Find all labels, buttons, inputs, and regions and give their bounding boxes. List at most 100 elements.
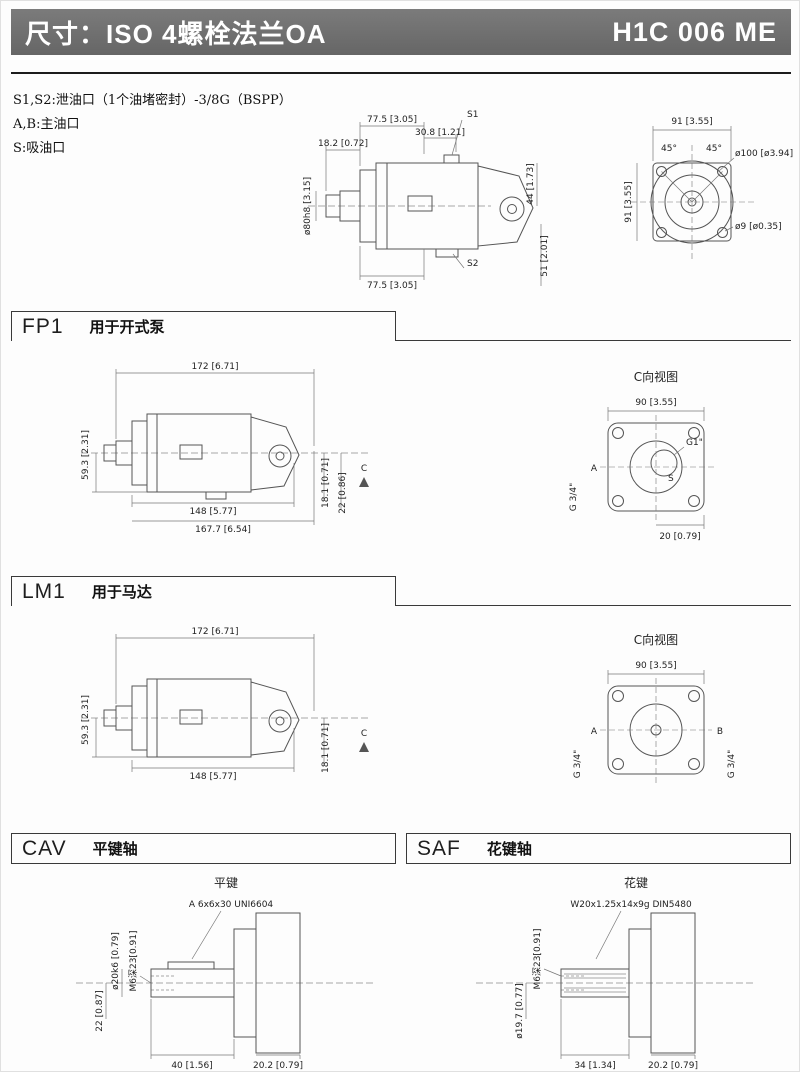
lm1-label-b: B: [717, 727, 723, 737]
section-fp1-header: FP1 用于开式泵: [11, 311, 791, 341]
saf-shaft-drawing: 花键 W20x1.25x14x9g DIN5480 M6深23[0.91] ø1…: [476, 875, 756, 1071]
dim-bottom-right: 51 [2.01]: [540, 235, 550, 276]
dim-shaft-length: 18.2 [0.72]: [318, 139, 368, 149]
lm1-dim-181: 18.1 [0.71]: [321, 723, 331, 773]
lm1-code: LM1: [22, 579, 66, 603]
cav-code: CAV: [22, 836, 67, 860]
dia-bolt-label: ø9 [ø0.35]: [735, 222, 782, 232]
lm1-labels: 172 [6.71] 59.3 [2.31] 148 [5.77] 18.1 […: [81, 627, 367, 782]
saf-subtitle: 花键: [624, 875, 648, 890]
dim-mid: 30.8 [1.21]: [415, 128, 465, 138]
lm1-view-labels: C向视图 90 [3.55] A B G 3/4" G 3/4": [573, 632, 737, 778]
lm1-dim-height: 59.3 [2.31]: [81, 695, 91, 745]
dim-flange-height: 91 [3.55]: [624, 181, 634, 222]
cav-dim-202: 20.2 [0.79]: [253, 1061, 303, 1071]
saf-thread: M6深23[0.91]: [532, 928, 543, 989]
fp1-code: FP1: [22, 314, 64, 338]
dim-bottom-width: 77.5 [3.05]: [367, 281, 417, 291]
angle-right-label: 45°: [706, 144, 722, 154]
fp1-dim-lines: [92, 369, 369, 525]
flange-front-view: 91 [3.55] 45° 45° ø100 [ø3.94] 91 [3.55]…: [624, 117, 793, 261]
cav-labels: 平键 A 6x6x30 UNI6604 ø20k6 [0.79] M6深23[0…: [95, 876, 303, 1071]
fp1-outline: [81, 413, 371, 500]
fp1-header-box: FP1 用于开式泵: [11, 311, 396, 341]
lm1-dim-148: 148 [5.77]: [189, 772, 236, 782]
saf-dim-34: 34 [1.34]: [574, 1061, 615, 1071]
fp1-label-a: A: [591, 464, 598, 474]
pump-side-labels: 77.5 [3.05] S1 18.2 [0.72] 30.8 [1.21] 4…: [303, 110, 550, 291]
lm1-label-a: A: [591, 727, 598, 737]
cav-outline: [76, 912, 376, 1054]
cav-subtitle: 平键: [214, 876, 238, 890]
fp1-dim-height: 59.3 [2.31]: [81, 430, 91, 480]
lm1-view-title: C向视图: [634, 632, 678, 647]
lm1-view-dim-width: 90 [3.55]: [635, 661, 676, 671]
fp1-view-dim-lines: [600, 407, 716, 529]
dim-height-right: 44 [1.73]: [526, 163, 536, 204]
fp1-dim-total: 172 [6.71]: [191, 362, 238, 372]
fp1-dim-181: 18.1 [0.71]: [321, 458, 331, 508]
cav-shaft-drawing: 平键 A 6x6x30 UNI6604 ø20k6 [0.79] M6深23[0…: [76, 876, 376, 1071]
cav-dim-22: 22 [0.87]: [95, 990, 105, 1031]
fp1-labels: 172 [6.71] 59.3 [2.31] 148 [5.77] 167.7 …: [81, 362, 367, 535]
fp1-c-view: C向视图 90 [3.55] G1" A S G 3/4" 20 [0.79]: [569, 369, 716, 542]
saf-dim-202: 20.2 [0.79]: [648, 1061, 698, 1071]
pump-side-outline: [308, 154, 534, 258]
model-code: H1C 006 ME: [612, 16, 777, 47]
flange-dim-lines: [631, 126, 755, 261]
fp1-dim-20: 20 [0.79]: [659, 532, 700, 542]
lm1-c-view: C向视图 90 [3.55] A B G 3/4" G 3/4": [573, 632, 737, 784]
angle-left-label: 45°: [661, 144, 677, 154]
page-title: 尺寸：ISO 4螺栓法兰OA: [25, 18, 327, 49]
lm1-view-dim-lines: [600, 670, 712, 784]
lm1-dim-lines: [92, 634, 369, 772]
fp1-port-g1: G1": [686, 438, 703, 448]
fp1-dim-167: 167.7 [6.54]: [195, 525, 251, 535]
saf-labels: 花键 W20x1.25x14x9g DIN5480 M6深23[0.91] ø1…: [515, 875, 698, 1071]
saf-outline: [476, 912, 756, 1054]
cav-key-spec: A 6x6x30 UNI6604: [189, 900, 274, 910]
dia-outer-label: ø100 [ø3.94]: [735, 149, 793, 159]
lm1-title: 用于马达: [91, 584, 152, 601]
pump-side-dim-lines: [315, 119, 542, 286]
note-line-2: A,B:主油口: [13, 117, 80, 132]
fp1-title: 用于开式泵: [89, 319, 165, 336]
section-saf-header: SAF 花键轴: [406, 833, 791, 864]
saf-dia: ø19.7 [0.77]: [515, 983, 525, 1038]
flange-labels: 91 [3.55] 45° 45° ø100 [ø3.94] 91 [3.55]…: [624, 117, 793, 232]
fp1-view-labels: C向视图 90 [3.55] G1" A S G 3/4" 20 [0.79]: [569, 369, 703, 542]
dim-top-width: 77.5 [3.05]: [367, 115, 417, 125]
dim-flange-width: 91 [3.55]: [671, 117, 712, 127]
fp1-dim-148: 148 [5.77]: [189, 507, 236, 517]
lm1-outline: [81, 678, 371, 758]
saf-code: SAF: [417, 836, 461, 860]
cav-title: 平键轴: [92, 841, 138, 858]
port-s1-label: S1: [467, 110, 478, 120]
section-lm1-header: LM1 用于马达: [11, 576, 791, 606]
fp1-dim-22: 22 [0.86]: [338, 472, 348, 513]
fp1-view-dim-width: 90 [3.55]: [635, 398, 676, 408]
lm1-header-box: LM1 用于马达: [11, 576, 396, 606]
section-cav-header: CAV 平键轴: [11, 833, 396, 864]
saf-title: 花键轴: [486, 841, 532, 858]
cav-dia: ø20k6 [0.79]: [111, 932, 121, 990]
note-line-3: S:吸油口: [13, 141, 66, 156]
cav-dim-40: 40 [1.56]: [171, 1061, 212, 1071]
dim-shaft-dia: ø80h8 [3.15]: [303, 177, 313, 235]
fp1-view-title: C向视图: [634, 369, 678, 384]
lm1-view-marker: C: [361, 729, 367, 739]
lm1-pump-drawing: 172 [6.71] 59.3 [2.31] 148 [5.77] 18.1 […: [81, 627, 371, 782]
port-notes: S1,S2:泄油口（1个油堵密封）-3/8G（BSPP） A,B:主油口 S:吸…: [13, 89, 292, 161]
fp1-view-marker: C: [361, 464, 367, 474]
lm1-port-g34-left: G 3/4": [573, 750, 583, 778]
fp1-label-s: S: [668, 474, 674, 484]
saf-spline-spec: W20x1.25x14x9g DIN5480: [570, 900, 692, 910]
fp1-pump-drawing: 172 [6.71] 59.3 [2.31] 148 [5.77] 167.7 …: [81, 362, 371, 535]
lm1-port-g34-right: G 3/4": [727, 750, 737, 778]
pump-side-view: 77.5 [3.05] S1 18.2 [0.72] 30.8 [1.21] 4…: [303, 110, 550, 291]
title-bar: 尺寸：ISO 4螺栓法兰OA H1C 006 ME: [11, 9, 791, 55]
lm1-dim-total: 172 [6.71]: [191, 627, 238, 637]
header-divider: [11, 72, 791, 74]
note-line-1: S1,S2:泄油口（1个油堵密封）-3/8G（BSPP）: [13, 93, 292, 108]
